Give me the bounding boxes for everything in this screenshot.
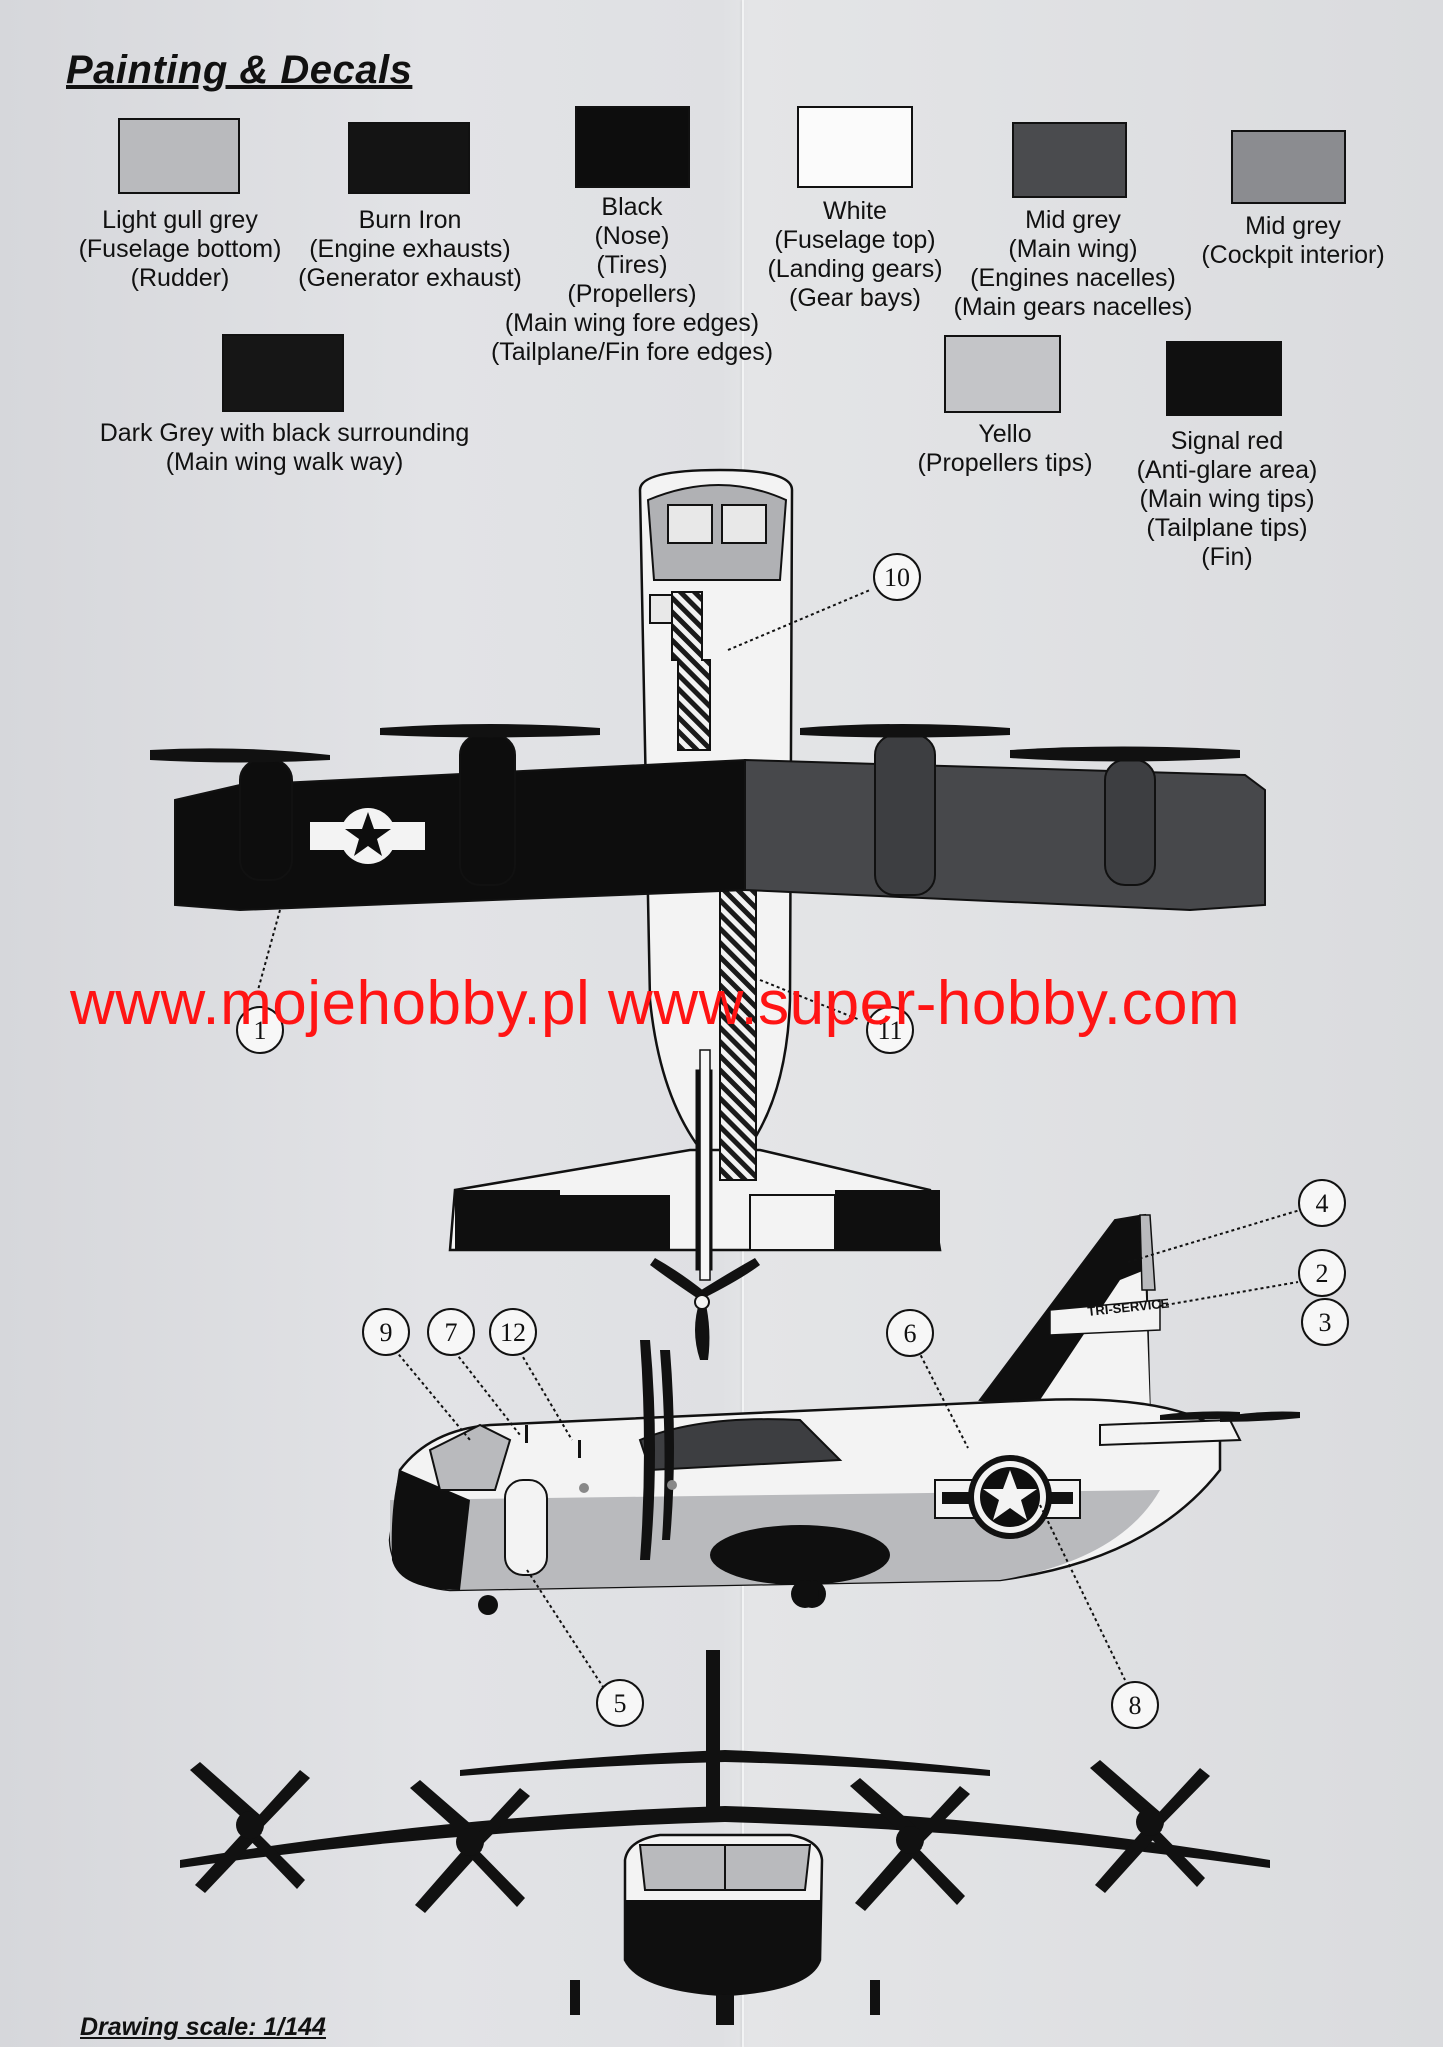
color-label-dark-grey-walkway: Dark Grey with black surrounding(Main wi… <box>99 419 470 476</box>
color-label-light-gull-grey: Light gull grey(Fuselage bottom)(Rudder) <box>78 206 282 292</box>
callout-numbers: 10 1 11 4 2 3 6 9 7 12 5 8 <box>254 563 1332 1720</box>
swatch-signal-red <box>1166 341 1282 416</box>
callout-3: 3 <box>1319 1308 1332 1337</box>
top-view-aircraft <box>150 468 1266 1360</box>
callout-7: 7 <box>445 1318 458 1347</box>
swatch-yello <box>944 335 1061 413</box>
top-view-tail-propeller <box>650 1258 760 1360</box>
color-label-white: White(Fuselage top)(Landing gears)(Gear … <box>767 197 943 312</box>
swatch-black <box>575 106 690 188</box>
color-label-mid-grey-cockpit: Mid grey(Cockpit interior) <box>1201 212 1385 269</box>
callout-10: 10 <box>884 563 910 592</box>
callout-4: 4 <box>1316 1189 1329 1218</box>
callout-8: 8 <box>1129 1691 1142 1720</box>
callout-6: 6 <box>904 1319 917 1348</box>
swatch-white <box>797 106 913 188</box>
swatch-light-gull-grey <box>118 118 240 194</box>
page-title: Painting & Decals <box>66 48 413 92</box>
callout-markers <box>236 553 1349 1729</box>
color-label-signal-red: Signal red(Anti-glare area)(Main wing ti… <box>1136 427 1318 571</box>
swatch-mid-grey-main-wing <box>1012 122 1127 198</box>
color-label-black: Black(Nose)(Tires)(Propellers)(Main wing… <box>490 193 774 366</box>
callout-2: 2 <box>1316 1259 1329 1288</box>
front-view-aircraft <box>180 1650 1270 2025</box>
swatch-dark-grey-walkway <box>222 334 344 412</box>
top-view-insignia <box>310 808 425 864</box>
color-label-burn-iron: Burn Iron(Engine exhausts)(Generator exh… <box>298 206 522 292</box>
callout-11: 11 <box>877 1016 902 1045</box>
watermark-urls: www.mojehobby.pl www.super-hobby.com <box>70 969 1241 1038</box>
callout-1: 1 <box>254 1016 267 1045</box>
callout-9: 9 <box>380 1318 393 1347</box>
callout-5: 5 <box>614 1689 627 1718</box>
swatch-burn-iron <box>348 122 470 194</box>
color-label-yello: Yello(Propellers tips) <box>917 420 1093 477</box>
side-view-aircraft <box>388 1213 1300 1615</box>
drawing-scale-note: Drawing scale: 1/144 <box>80 2013 326 2041</box>
callout-12: 12 <box>500 1318 526 1347</box>
color-label-mid-grey-main-wing: Mid grey(Main wing)(Engines nacelles)(Ma… <box>953 206 1193 321</box>
swatch-mid-grey-cockpit <box>1231 130 1346 204</box>
side-view-insignia <box>934 1455 1081 1539</box>
